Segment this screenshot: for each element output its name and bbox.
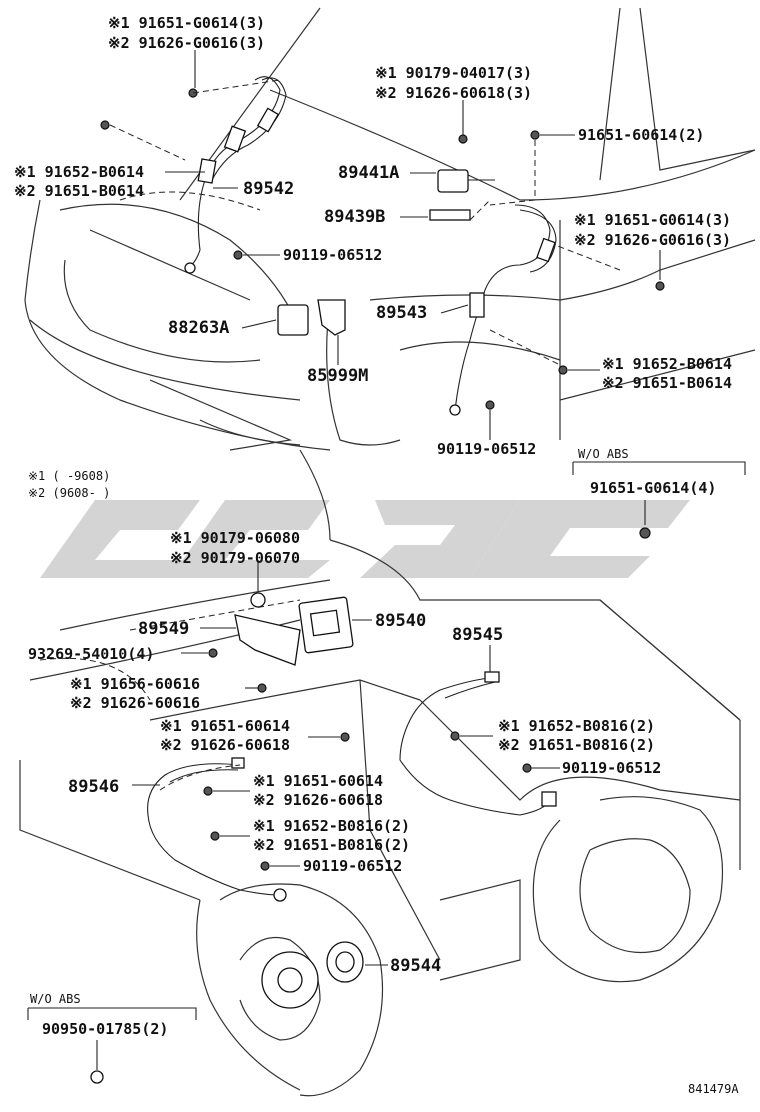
label-85999m: 85999M — [307, 366, 368, 386]
part-labels: ※1 91651-G0614(3) ※2 91626-G0616(3) ※1 9… — [14, 14, 739, 1096]
label-t16: 93269-54010(4) — [28, 645, 154, 663]
label-89544: 89544 — [390, 956, 441, 976]
label-89549: 89549 — [138, 619, 189, 639]
label-t22: ※2 91651-B0816(2) — [498, 736, 655, 754]
label-89542: 89542 — [243, 179, 294, 199]
label-t19: ※1 91651-60614 — [160, 717, 290, 735]
wire-harness-89543 — [449, 204, 557, 416]
label-t15: ※2 90179-06070 — [170, 549, 300, 567]
label-89546: 89546 — [68, 777, 119, 797]
label-t17: ※1 91656-60616 — [70, 675, 200, 693]
wo-abs-bottom-header: W/O ABS — [30, 992, 81, 1006]
label-t28: 90119-06512 — [303, 857, 402, 875]
label-88263a: 88263A — [168, 318, 229, 338]
label-t21: ※1 91652-B0816(2) — [498, 717, 655, 735]
label-t3: ※1 90179-04017(3) — [375, 64, 532, 82]
label-t8: ※1 91651-G0614(3) — [574, 211, 731, 229]
wo-abs-top-part: 91651-G0614(4) — [590, 479, 716, 497]
bolt-icons — [90, 88, 665, 1084]
label-t2: ※2 91626-G0616(3) — [108, 34, 265, 52]
label-t7: ※2 91651-B0614 — [14, 182, 144, 200]
label-t18: ※2 91626-60616 — [70, 694, 200, 712]
watermark-logo — [40, 500, 690, 578]
label-89545: 89545 — [452, 625, 503, 645]
label-t24: ※2 91626-60618 — [253, 791, 383, 809]
ecu-89540 — [234, 592, 354, 666]
wire-harness-89546 — [147, 757, 287, 902]
wire-harness-89545 — [399, 671, 557, 816]
label-t23: ※1 91651-60614 — [253, 772, 383, 790]
label-t12: ※2 91651-B0614 — [602, 374, 732, 392]
label-t11: ※1 91652-B0614 — [602, 355, 732, 373]
label-t5: 91651-60614(2) — [578, 126, 704, 144]
label-t27: ※2 91651-B0816(2) — [253, 836, 410, 854]
vehicle-rear-outline — [19, 539, 741, 1097]
wire-harness-89542 — [184, 76, 287, 274]
footnote-m1: ※1 ( -9608) — [28, 469, 110, 483]
footnote-m2: ※2 (9608- ) — [28, 486, 110, 500]
label-t13: 90119-06512 — [437, 440, 536, 458]
label-t10: 90119-06512 — [283, 246, 382, 264]
relay-88263a — [277, 299, 346, 336]
sensor-89441a — [429, 169, 495, 221]
label-89441a: 89441A — [338, 163, 399, 183]
label-89540: 89540 — [375, 611, 426, 631]
label-t26: ※1 91652-B0816(2) — [253, 817, 410, 835]
label-t14: ※1 90179-06080 — [170, 529, 300, 547]
label-t4: ※2 91626-60618(3) — [375, 84, 532, 102]
label-t25: 90119-06512 — [562, 759, 661, 777]
leader-lines — [27, 50, 746, 1070]
label-t6: ※1 91652-B0614 — [14, 163, 144, 181]
label-t9: ※2 91626-G0616(3) — [574, 231, 731, 249]
label-t1: ※1 91651-G0614(3) — [108, 14, 265, 32]
label-t20: ※2 91626-60618 — [160, 736, 290, 754]
label-89543: 89543 — [376, 303, 427, 323]
diagram-id: 841479A — [688, 1082, 739, 1096]
wo-abs-bottom-part: 90950-01785(2) — [42, 1020, 168, 1038]
wo-abs-top-header: W/O ABS — [578, 447, 629, 461]
label-89439b: 89439B — [324, 207, 385, 227]
hub-89544 — [261, 941, 364, 1009]
